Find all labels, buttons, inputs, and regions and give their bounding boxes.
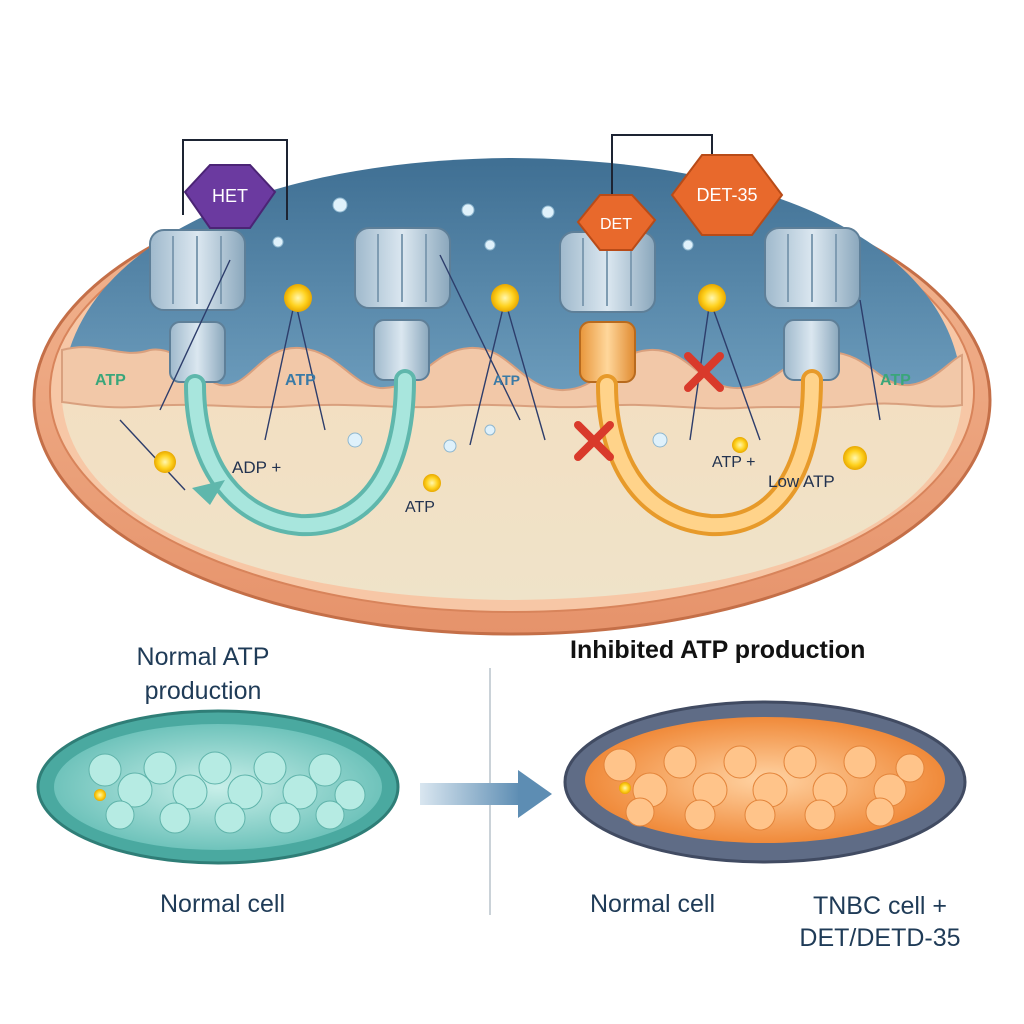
det-badge: DET	[576, 194, 657, 251]
adp-label: ADP +	[232, 458, 281, 477]
normal-atp-heading: Normal ATP production	[136, 643, 270, 705]
inner-membrane	[61, 346, 963, 410]
normal-atp-flow-path	[184, 369, 416, 537]
het-badge: HET	[183, 164, 277, 229]
tnbc-cell-illustration	[563, 700, 967, 864]
atp-synthase-2	[354, 227, 451, 381]
det35-badge: DET-35	[670, 154, 784, 236]
het-badge-label: HET	[212, 186, 248, 206]
inhibited-atp-heading: Inhibited ATP production	[570, 636, 866, 664]
atp-synthase-3-inhibited	[559, 231, 656, 383]
energy-sun-icon	[154, 284, 867, 492]
atp-tag-1: ATP	[95, 372, 126, 389]
atp-tag-4: ATP	[880, 372, 911, 389]
inhibited-atp-flow-path	[596, 369, 823, 537]
atp-label-left: ATP	[405, 499, 435, 516]
det35-badge-label: DET-35	[696, 185, 757, 205]
inhibition-x-mark	[574, 352, 724, 461]
connector-lines	[119, 254, 881, 491]
normal-cell-illustration	[36, 709, 400, 865]
low-atp-label: Low ATP	[768, 472, 835, 491]
atp-synthase-4	[764, 227, 861, 381]
det-badge-label: DET	[600, 216, 632, 233]
atp-synthase-1	[149, 229, 246, 383]
badge-bracket-lines	[182, 134, 713, 220]
transition-arrow	[420, 770, 552, 818]
atp-tag-3: ATP	[493, 372, 520, 388]
normal-cell-caption-left: Normal cell	[160, 890, 286, 918]
atp-label-right: ATP +	[712, 454, 755, 471]
tnbc-cell-caption: TNBC cell + DET/DETD-35	[799, 892, 961, 952]
normal-cell-caption-right: Normal cell	[590, 890, 716, 918]
atp-tag-2: ATP	[285, 372, 316, 389]
molecule-bubbles	[272, 197, 694, 453]
